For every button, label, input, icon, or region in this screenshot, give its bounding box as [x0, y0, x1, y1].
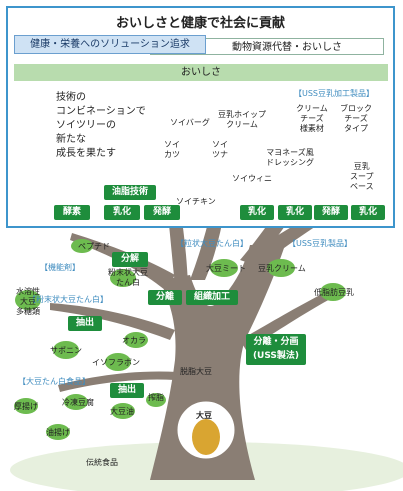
tech-extract: 抽出: [110, 383, 144, 398]
leaf-isoflavone: イソフラボン: [92, 358, 140, 367]
leaf-defatted-soy: 脱脂大豆: [180, 367, 212, 376]
tech-decompose: 分解: [112, 252, 148, 267]
tech-texturize: 組織加工: [186, 290, 238, 305]
leaf-line: 豆乳ホイップ: [218, 110, 266, 119]
leaf-line: ドレッシング: [266, 158, 314, 167]
tech-uss-line: 分離・分画: [253, 337, 299, 347]
category-powder-protein: 【粉末状大豆たん白】: [28, 295, 108, 304]
tech-emulsify: 乳化: [104, 205, 140, 220]
tree-branch-lower-left2: [58, 371, 178, 392]
tech-extract: 抽出: [68, 316, 102, 331]
leaf-soy-chicken: ソイチキン: [176, 197, 216, 206]
tree-branch-lower-left: [50, 303, 175, 340]
leaf-line: 大豆: [20, 297, 36, 306]
tech-oil: 油脂技術: [104, 185, 156, 200]
band-taste: おいしさ: [14, 64, 388, 81]
leaf-oil-pressing: 搾脂: [148, 393, 164, 402]
leaf-line: たん白: [116, 278, 140, 287]
leaf-cream-cheese: クリームチーズ様素材: [296, 104, 328, 134]
tech-emulsify: 乳化: [240, 205, 274, 220]
leaf-line: ソイ: [164, 140, 180, 149]
band-health-nutrition: 健康・栄養へのソリューション追求: [14, 35, 206, 54]
leaf-line: ブロック: [340, 104, 372, 113]
leaf-line: 粉末状大豆: [108, 268, 148, 277]
soybean-label: 大豆: [196, 411, 212, 420]
leaf-soy-meat: 大豆ミート: [206, 264, 246, 273]
leaf-line: 様素材: [299, 124, 324, 133]
soybean-bean: [192, 419, 220, 455]
leaf-line: ソイ: [212, 140, 228, 149]
leaf-line: ツナ: [212, 150, 228, 159]
leaf-soup-base: 豆乳スープベース: [350, 162, 374, 192]
category-uss-soymilk: 【USS豆乳製品】: [288, 239, 353, 248]
leaf-frozen-tofu: 冷凍豆腐: [62, 398, 94, 407]
tech-separate: 分離: [148, 290, 182, 305]
leaf-soy-vienna: ソイウィニ: [232, 174, 272, 183]
leaf-low-fat-soymilk: 低脂肪豆乳: [314, 288, 354, 297]
leaf-atsuage: 厚揚げ: [14, 402, 38, 411]
category-textured-protein: 【粒状大豆たん白】: [176, 239, 248, 248]
leaf-aburaage: 油揚げ: [46, 428, 70, 437]
leaf-line: タイプ: [344, 124, 368, 133]
leaf-line: 多糖類: [16, 307, 40, 316]
band-alternative-protein: 動物資源代替・おいしさ: [150, 38, 384, 55]
slogan-line: ソイツリーの: [56, 120, 116, 131]
leaf-soy-cream: 豆乳クリーム: [258, 264, 306, 273]
tech-emulsify: 乳化: [351, 205, 385, 220]
leaf-soy-katsu: ソイカツ: [164, 140, 180, 160]
leaf-line: マヨネーズ風: [266, 148, 314, 157]
tech-uss-line: (USS製法): [252, 351, 300, 361]
slogan-line: 成長を果たす: [56, 148, 116, 159]
slogan: 技術の コンビネーションで ソイツリーの 新たな 成長を果たす: [56, 91, 146, 161]
leaf-line: 水溶性: [16, 287, 40, 296]
leaf-saponin: サポニン: [50, 346, 82, 355]
leaf-traditional-food: 伝統食品: [86, 458, 118, 467]
slogan-line: 新たな: [56, 134, 86, 145]
tech-emulsify: 乳化: [278, 205, 312, 220]
tech-uss-process: 分離・分画 (USS製法): [246, 334, 306, 365]
leaf-soy-whip: 豆乳ホイップクリーム: [218, 110, 266, 130]
page-title: おいしさと健康で社会に貢献: [115, 16, 285, 31]
leaf-polysaccharide: 水溶性大豆多糖類: [16, 287, 40, 317]
leaf-line: チーズ: [300, 114, 324, 123]
leaf-soy-tuna: ソイツナ: [212, 140, 228, 160]
leaf-soy-burger: ソイバーグ: [170, 118, 210, 127]
leaf-line: チーズ: [344, 114, 368, 123]
leaf-line: カツ: [164, 150, 180, 159]
leaf-peptide: ペプチド: [78, 242, 110, 251]
leaf-block-cheese: ブロックチーズタイプ: [340, 104, 372, 134]
category-protein-food: 【大豆たん白食品】: [18, 377, 90, 386]
leaf-okara: オカラ: [122, 336, 146, 345]
category-functional: 【機能剤】: [40, 263, 80, 272]
leaf-line: クリーム: [296, 104, 328, 113]
leaf-mayo-dressing: マヨネーズ風ドレッシング: [266, 148, 314, 168]
leaf-soy-oil: 大豆油: [110, 407, 134, 416]
leaf-powder-protein: 粉末状大豆たん白: [108, 268, 148, 288]
category-uss-processed: 【USS豆乳加工製品】: [294, 89, 375, 98]
leaf-line: スープ: [350, 172, 374, 181]
leaf-line: 豆乳: [353, 162, 370, 171]
tech-ferment: 発酵: [144, 205, 180, 220]
slogan-line: コンビネーションで: [56, 106, 146, 117]
leaf-line: ベース: [350, 182, 374, 191]
tech-ferment: 発酵: [314, 205, 348, 220]
leaf-line: クリーム: [226, 120, 258, 129]
tech-enzyme: 酵素: [54, 205, 90, 220]
slogan-line: 技術の: [56, 92, 86, 103]
